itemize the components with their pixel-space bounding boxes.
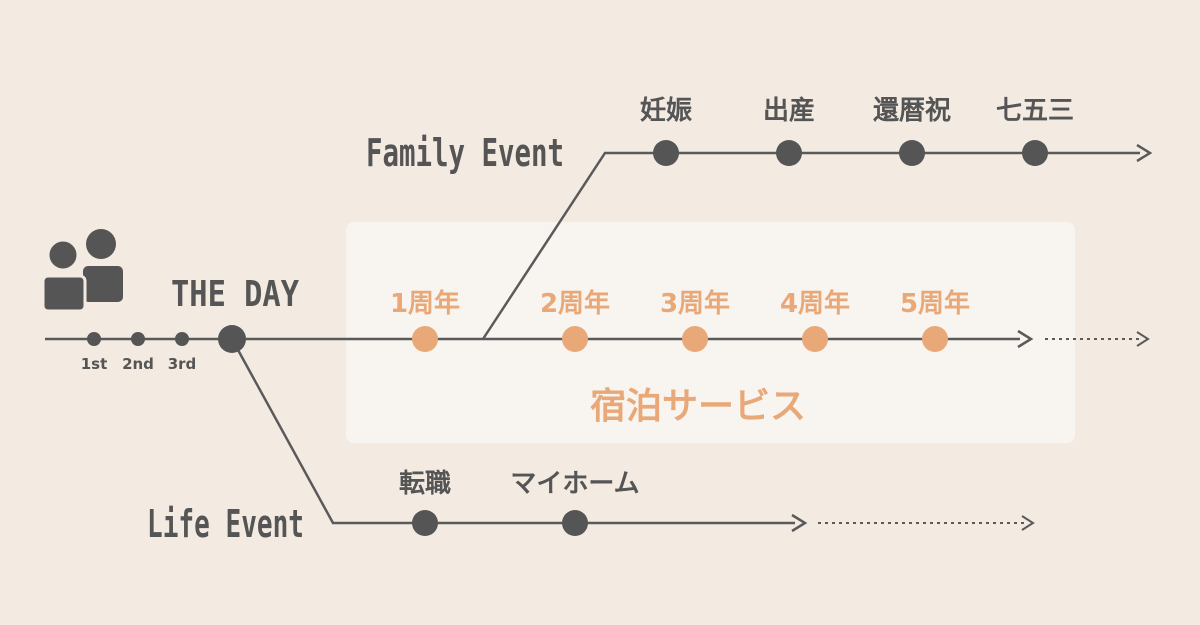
anniversary-label: 5周年 (900, 288, 970, 319)
family-event-dot (776, 140, 802, 166)
anniversary-label: 3周年 (660, 288, 730, 319)
anniversary-dot (922, 326, 948, 352)
anniversary-dot (412, 326, 438, 352)
anniversary-label: 1周年 (390, 288, 460, 319)
anniversary-dot (802, 326, 828, 352)
anniversary-label: 4周年 (780, 288, 850, 319)
service-label: 宿泊サービス (590, 386, 806, 427)
milestone-dot (131, 332, 145, 346)
main-continuation-arrow (1136, 331, 1150, 347)
family-event-dot (653, 140, 679, 166)
family-branch-line (481, 151, 1140, 340)
life-continuation-arrow (1021, 515, 1035, 531)
family-event-group: 妊娠 出産 還暦祝 七五三 (640, 95, 1074, 166)
anniversary-dot (682, 326, 708, 352)
life-event-heading: Life Event (147, 502, 304, 546)
main-arrow-head (1017, 329, 1034, 349)
two-people-icon (41, 229, 123, 313)
family-event-dot (1022, 140, 1048, 166)
family-event-heading: Family Event (366, 131, 564, 175)
milestone-dot (87, 332, 101, 346)
milestone-label: 1st (81, 355, 108, 373)
life-event-dot (412, 510, 438, 536)
life-branch-line (230, 338, 795, 525)
anniversary-group: 1周年 2周年 3周年 4周年 5周年 (390, 288, 970, 352)
family-arrow-head (1136, 143, 1153, 163)
milestone-label: 3rd (168, 355, 197, 373)
the-day-label: THE DAY (171, 274, 299, 315)
family-event-label: 七五三 (996, 96, 1074, 126)
milestone-group: 1st 2nd 3rd (81, 332, 197, 373)
life-event-label: 転職 (399, 469, 451, 499)
the-day-dot (218, 325, 246, 353)
life-arrow-head (791, 513, 808, 533)
family-event-label: 出産 (763, 95, 815, 126)
anniversary-dot (562, 326, 588, 352)
life-event-dot (562, 510, 588, 536)
milestone-dot (175, 332, 189, 346)
service-panel (346, 222, 1075, 443)
milestone-label: 2nd (122, 355, 154, 373)
family-event-label: 妊娠 (640, 96, 692, 126)
life-event-label: マイホーム (510, 469, 639, 499)
anniversary-label: 2周年 (540, 288, 610, 319)
family-event-dot (899, 140, 925, 166)
family-event-label: 還暦祝 (873, 96, 951, 126)
life-event-group: 転職 マイホーム (399, 469, 640, 536)
